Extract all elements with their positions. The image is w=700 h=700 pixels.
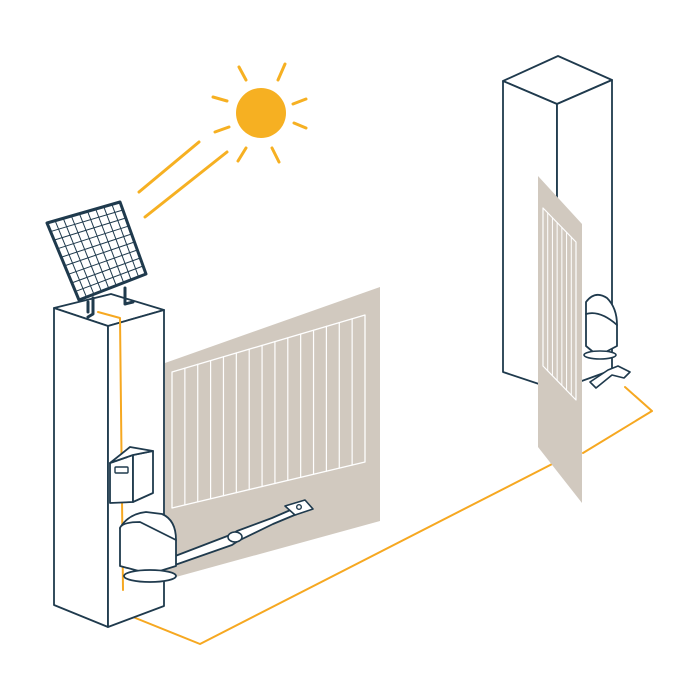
right-motor-arm bbox=[589, 365, 631, 389]
control-box-icon bbox=[109, 446, 154, 504]
control-box-side bbox=[132, 450, 154, 503]
wire-to-right-gate bbox=[582, 386, 653, 454]
left-motor-cap bbox=[119, 521, 177, 541]
control-box-label bbox=[114, 466, 129, 474]
solar-cell-line bbox=[64, 241, 135, 267]
right-gate-leaf bbox=[538, 176, 582, 503]
solar-cell-line bbox=[74, 265, 144, 292]
left-pillar-front bbox=[53, 307, 109, 628]
solar-cell-line bbox=[57, 225, 130, 250]
solar-cell-line bbox=[111, 203, 140, 278]
solar-cell-line bbox=[62, 217, 95, 295]
left-gate-leaf bbox=[165, 287, 380, 580]
left-motor-housing bbox=[119, 511, 177, 575]
solar-cell-line bbox=[60, 233, 133, 258]
right-motor-cap bbox=[585, 312, 618, 326]
right-motor-housing bbox=[585, 293, 618, 357]
solar-cell-line bbox=[95, 208, 125, 284]
left-motor-base bbox=[123, 569, 177, 583]
right-motor-base bbox=[583, 350, 617, 360]
solar-cell-line bbox=[78, 213, 110, 289]
solar-panel-cells bbox=[50, 203, 144, 298]
right-gate-slats bbox=[547, 212, 572, 396]
solar-panel-icon bbox=[45, 200, 148, 319]
solar-cell-line bbox=[67, 249, 138, 275]
sun-icon bbox=[137, 62, 308, 219]
sun-disc bbox=[236, 88, 286, 138]
solar-cell-line bbox=[53, 217, 127, 241]
solar-cell-line bbox=[50, 209, 124, 233]
right-gate-inset bbox=[542, 207, 577, 401]
left-motor-arm-joint bbox=[227, 531, 243, 543]
left-gate-motor bbox=[119, 499, 314, 583]
sun-short-rays bbox=[211, 62, 308, 164]
solar-cell-line bbox=[87, 210, 117, 287]
sun-beams-to-panel bbox=[137, 140, 229, 219]
solar-panel-frame bbox=[45, 200, 148, 302]
solar-cell-line bbox=[54, 220, 87, 298]
solar-cell-line bbox=[103, 206, 132, 281]
solar-panel-bracket bbox=[86, 286, 135, 319]
solar-cell-line bbox=[70, 215, 102, 292]
solar-cell-line bbox=[71, 257, 141, 284]
control-box-top bbox=[109, 446, 154, 464]
left-motor-bracket-bolt bbox=[296, 504, 303, 511]
left-gate-slats bbox=[184, 318, 353, 506]
right-gate-motor bbox=[583, 293, 631, 389]
